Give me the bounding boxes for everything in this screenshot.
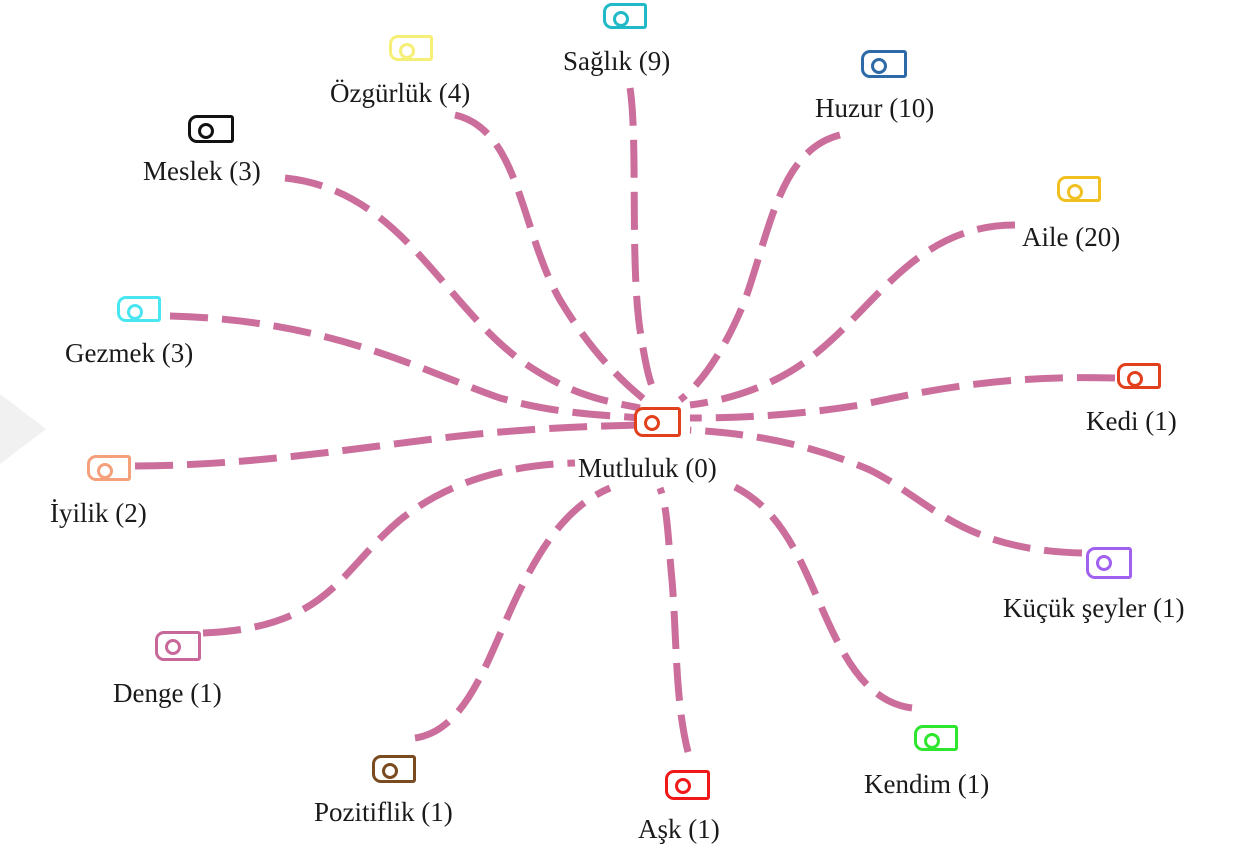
tag-icon-meslek[interactable] [188,115,234,143]
tag-hole [924,733,940,749]
edge-huzur [677,131,841,403]
edge-aile [689,221,1016,409]
node-label-saglik: Sağlık (9) [563,46,671,76]
tag-icon-pozitiflik[interactable] [372,755,416,783]
edge-iyilik [134,421,641,470]
node-label-ask: Aşk (1) [638,814,720,844]
edge-denge [202,459,576,637]
tag-icon-mutluluk[interactable] [634,407,681,437]
tag-hole [97,463,113,479]
node-label-ozgurluk: Özgürlük (4) [330,78,471,108]
tag-icon-saglik[interactable] [603,3,647,29]
edge-gezmek [169,312,641,422]
tag-hole [399,43,415,59]
node-label-gezmek: Gezmek (3) [65,338,194,368]
tag-hole [1127,371,1143,387]
node-label-huzur: Huzur (10) [815,93,935,123]
tag-icon-aile[interactable] [1057,176,1101,202]
tag-hole [613,11,629,27]
node-label-mutluluk: Mutluluk (0) [578,453,717,483]
edge-meslek [284,174,641,412]
tag-icon-gezmek[interactable] [117,296,161,322]
tag-icon-kucuk-seyler[interactable] [1086,547,1132,579]
tag-icon-iyilik[interactable] [87,455,131,481]
edge-ask [656,486,692,753]
edge-kendim [733,483,913,712]
node-label-kucuk-seyler: Küçük şeyler (1) [1003,593,1185,623]
node-label-kedi: Kedi (1) [1086,406,1177,436]
tag-hole [675,778,691,794]
tag-icon-denge[interactable] [155,631,201,661]
tag-hole [1096,555,1112,571]
tag-icon-ask[interactable] [665,770,710,800]
node-label-aile: Aile (20) [1022,222,1121,252]
tag-icon-huzur[interactable] [861,50,907,78]
edge-pozitiflik [414,484,612,742]
node-label-iyilik: İyilik (2) [50,498,147,528]
edge-kucuk [689,426,1083,557]
tag-hole [127,304,143,320]
tag-hole [1067,184,1083,200]
tag-icon-kendim[interactable] [914,725,958,751]
tag-hole [165,639,181,655]
edge-saglik [626,87,660,397]
tag-hole [382,763,398,779]
tag-hole [644,415,660,431]
tag-icon-ozgurluk[interactable] [389,35,433,61]
page-shadow [0,394,46,464]
tag-hole [198,123,214,139]
tag-icon-kedi[interactable] [1117,363,1161,389]
node-label-meslek: Meslek (3) [143,156,261,186]
edge-kedi [689,374,1116,422]
edge-ozgurluk [454,111,648,403]
node-label-denge: Denge (1) [113,678,222,708]
node-label-kendim: Kendim (1) [864,769,990,799]
tag-hole [871,58,887,74]
node-label-pozitiflik: Pozitiflik (1) [314,797,453,827]
